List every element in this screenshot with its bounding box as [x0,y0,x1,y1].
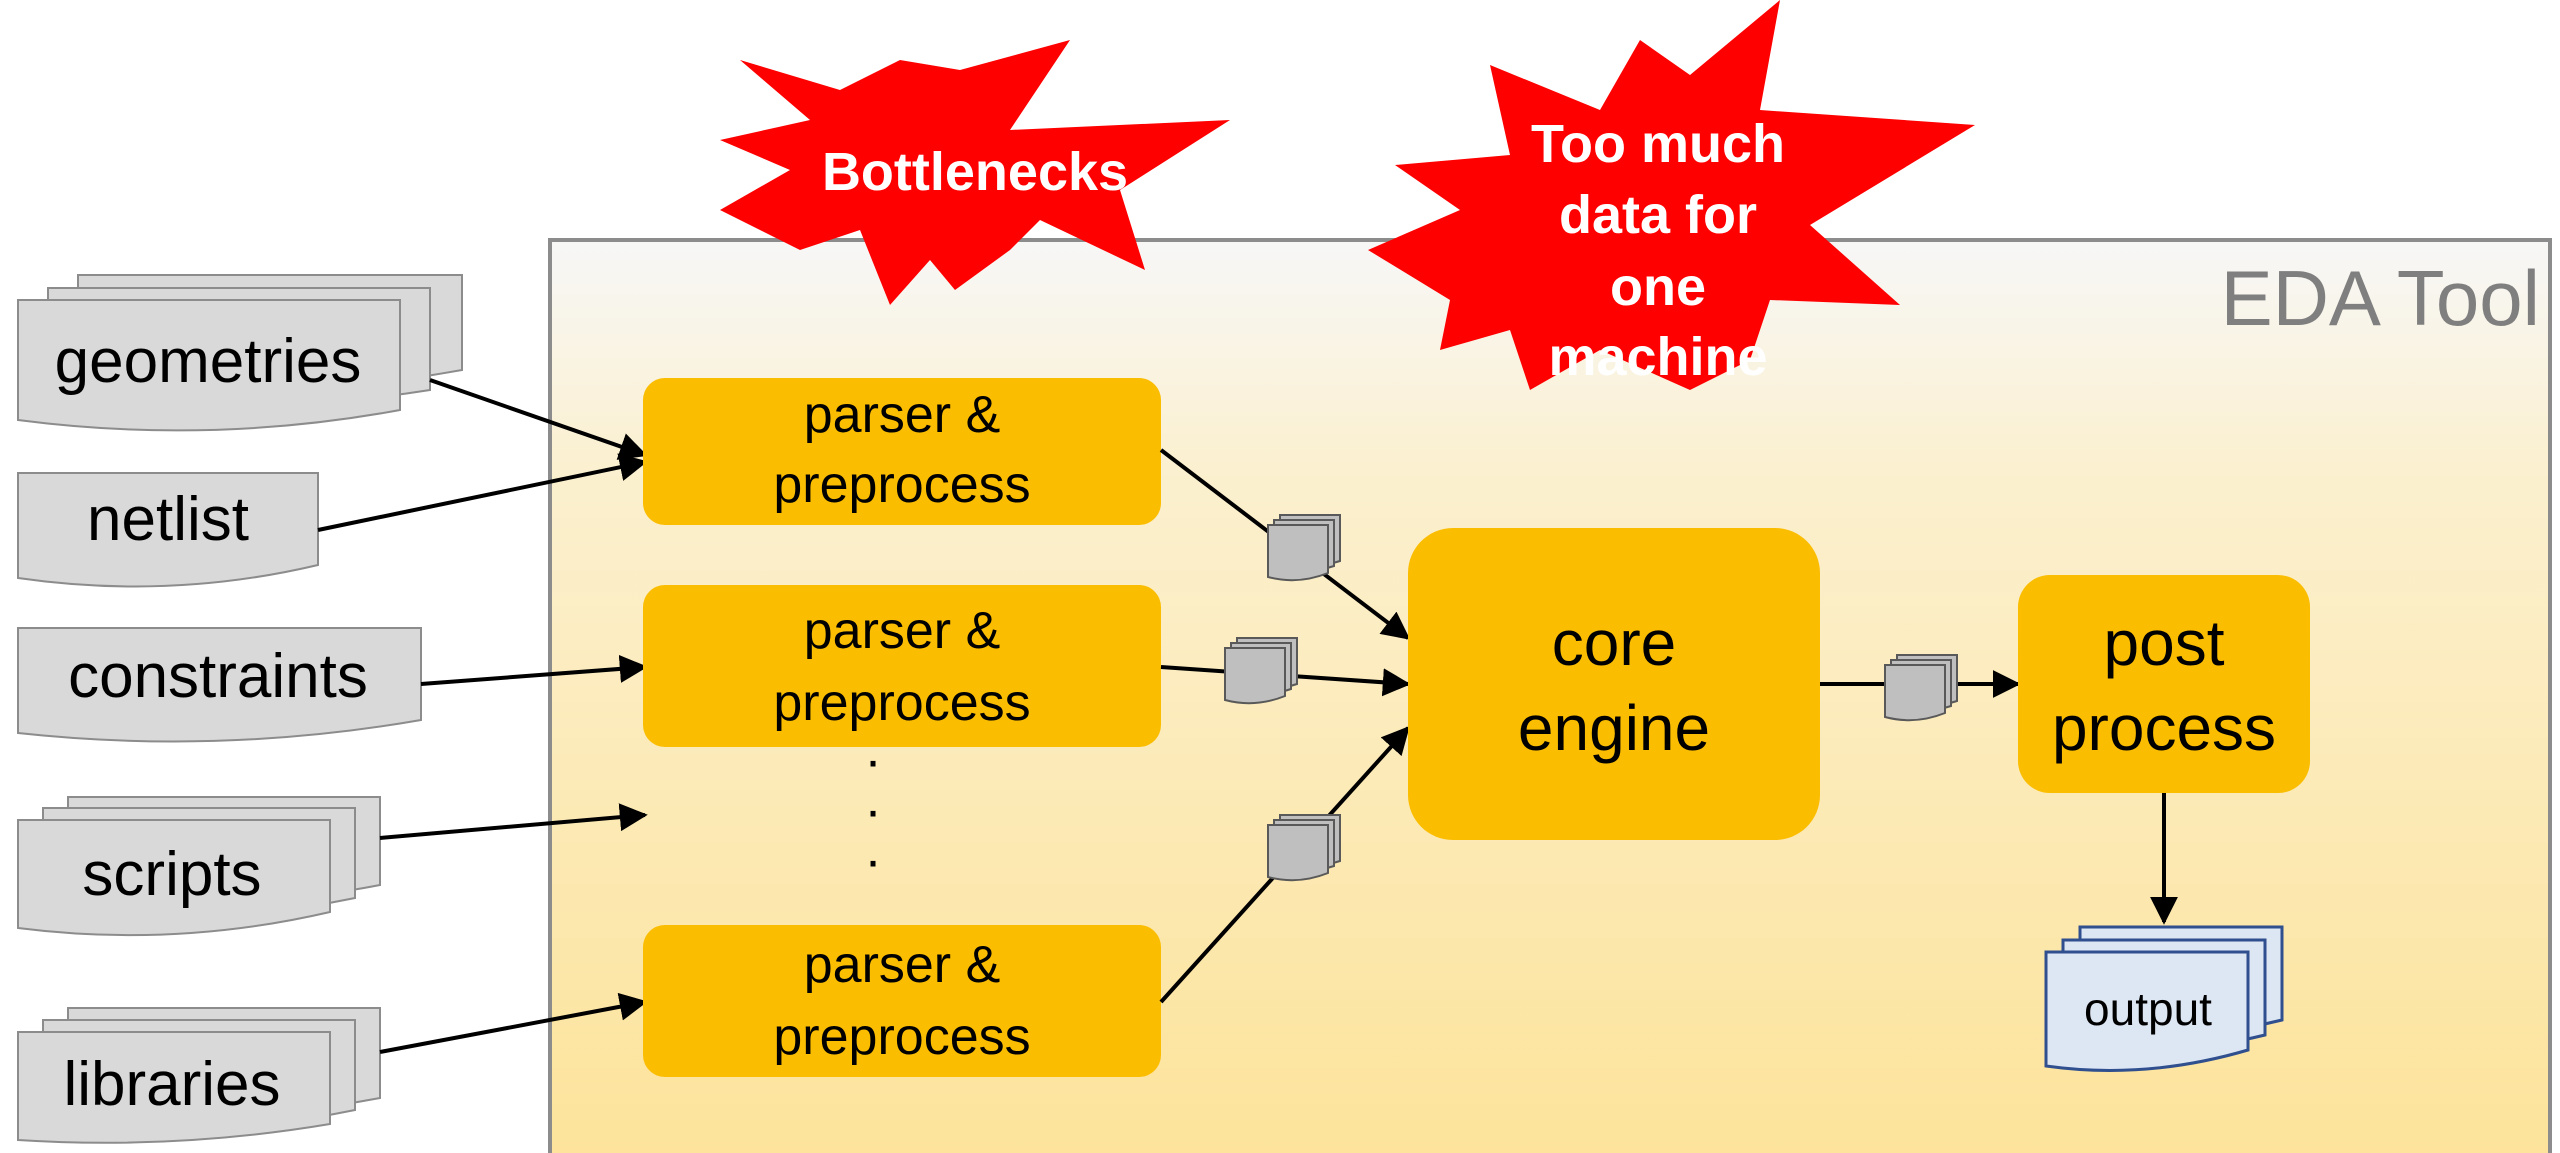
input-label-geometries: geometries [55,327,362,396]
post-process-line1: post [2104,607,2225,679]
arrow-constraints-to-parser [420,654,648,686]
data-chunk-icon [1267,814,1341,882]
core-engine-line2: engine [1518,692,1710,764]
ellipsis-dot: · [864,782,881,840]
post-process-box: post process [2018,575,2310,793]
too-much-line3: one [1610,257,1706,317]
too-much-line2: data for [1559,185,1757,245]
output-doc: output [2044,925,2284,1072]
parser-middle-line1: parser & [804,602,1001,660]
parser-top-line2: preprocess [773,456,1030,514]
ellipsis-dot: · [864,732,881,790]
data-chunk-icon [1884,654,1958,722]
ellipsis-dot: · [864,832,881,890]
core-engine-line1: core [1552,607,1677,679]
parser-ellipsis: · · · [864,732,881,890]
post-process-line2: process [2052,692,2276,764]
input-doc-geometries: geometries [17,274,463,432]
parser-box-bottom: parser & preprocess [643,925,1161,1077]
too-much-line1: Too much [1531,114,1785,174]
data-chunk-icon [1267,514,1341,582]
input-doc-libraries: libraries [17,1007,381,1144]
parser-bottom-line2: preprocess [773,1008,1030,1066]
arrow-scripts-to-parser [379,803,648,840]
input-arrows [317,378,648,1054]
too-much-line4: machine [1548,327,1767,387]
parser-box-top: parser & preprocess [643,378,1161,525]
arrow-libraries-to-parser [379,992,648,1054]
callout-too-much-data: Too much data for one machine [1368,0,1975,390]
input-label-libraries: libraries [63,1050,280,1119]
parser-box-middle: parser & preprocess [643,585,1161,747]
parser-bottom-line1: parser & [804,936,1001,994]
eda-tool-title: EDA Tool [2221,254,2540,342]
data-chunk-icon [1224,637,1298,705]
output-label: output [2084,983,2212,1035]
parser-top-line1: parser & [804,386,1001,444]
parser-middle-line2: preprocess [773,674,1030,732]
input-label-scripts: scripts [82,840,261,909]
arrow-netlist-to-parser [317,453,648,532]
input-label-netlist: netlist [87,485,249,554]
callout-bottlenecks: Bottlenecks [720,40,1230,305]
input-doc-scripts: scripts [17,796,381,937]
core-engine-box: core engine [1408,528,1820,840]
input-doc-constraints: constraints [17,627,422,743]
input-label-constraints: constraints [68,642,368,711]
arrow-geometries-to-parser [429,378,648,460]
input-doc-netlist: netlist [17,472,319,588]
bottlenecks-text: Bottlenecks [822,142,1128,202]
